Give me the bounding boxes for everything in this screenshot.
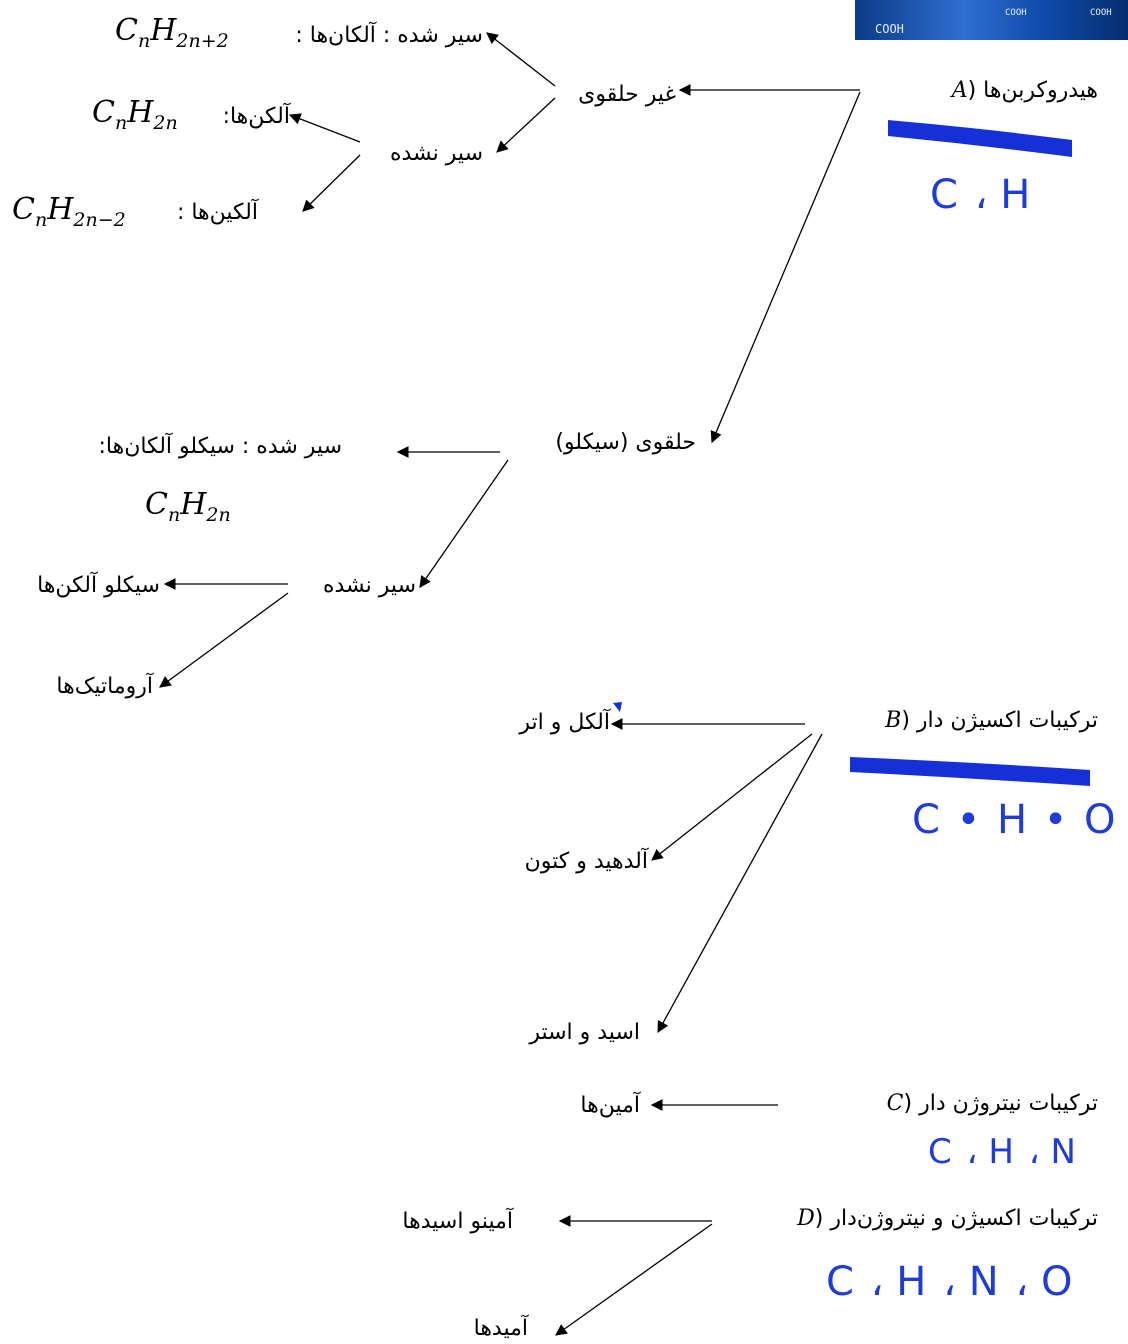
highlight-b [850,757,1090,786]
section-c-letter-wrap: (C [887,1091,912,1116]
formula-cycloalkane: CnH2n [145,490,231,525]
formula-alkyne: CnH2n−2 [12,195,126,230]
f-alky-c: C [12,192,35,227]
arrow-cycunsat-to-aromatics [160,593,288,687]
label-c-item1: آمین‌ها [580,1095,640,1117]
section-b-letter: B [885,708,901,733]
f-cyc-c: C [145,487,168,522]
label-b-item3: اسید و استر [529,1022,640,1044]
section-c-title-text: ترکیبات نیتروژن دار [919,1091,1098,1116]
arrow-noncyclic-to-unsaturated [497,98,555,152]
label-unsaturated: سیر نشده [390,143,483,165]
handwritten-c: C ، H ، N [928,1135,1078,1169]
label-d-item1: آمینو اسیدها [402,1211,513,1233]
f-alk-h: H [150,13,176,48]
section-a-letter: A [952,78,968,103]
section-b-title: ترکیبات اکسیژن دار (B [885,710,1098,732]
section-c-title: ترکیبات نیتروژن دار (C [887,1093,1098,1115]
f-alk-sub2: 2n+2 [176,30,228,52]
f-alky-sub2: 2n−2 [73,209,125,231]
label-cyclo-saturated: سیر شده : سیکلو آلکان‌ها: [98,436,342,458]
f-alk-sub1: n [138,30,150,52]
arrow-unsat-to-alkenes [290,115,360,142]
highlight-b-tick [613,702,622,712]
handwritten-a: C ، H [930,175,1032,215]
label-alkynes: آلکین‌ها : [177,202,258,224]
handwritten-d: C ، H ، N ، O [826,1262,1074,1302]
f-alky-h: H [47,192,73,227]
label-d-item2: آمیدها [474,1318,528,1340]
label-cyclic: حلقوی (سیکلو) [555,432,696,454]
formula-alkene: CnH2n [92,98,178,133]
section-d-letter-wrap: (D [797,1206,823,1231]
section-c-letter: C [887,1091,904,1116]
f-alke-c: C [92,95,115,130]
arrow-a-to-cyclic [712,92,860,442]
f-cyc-sub2: 2n [206,504,230,526]
arrow-unsat-to-alkynes [303,155,360,211]
arrow-b-to-item3 [658,734,822,1032]
f-alky-sub1: n [35,209,47,231]
section-d-title: ترکیبات اکسیژن و نیتروژن‌دار (D [797,1208,1098,1230]
label-noncyclic: غیر حلقوی [578,84,676,106]
handwritten-b: C • H • O [912,800,1118,840]
label-cyclo-unsaturated: سیر نشده [323,575,416,597]
section-b-title-text: ترکیبات اکسیژن دار [917,708,1098,733]
arrow-cyclic-to-cycunsat [420,460,508,587]
section-d-letter: D [797,1206,815,1231]
formula-alkane: CnH2n+2 [115,16,229,51]
f-alke-sub1: n [115,112,127,134]
f-cyc-h: H [180,487,206,522]
label-saturated: سیر شده : آلکان‌ها : [295,25,483,47]
section-d-title-text: ترکیبات اکسیژن و نیتروژن‌دار [830,1206,1098,1231]
f-alke-sub2: 2n [153,112,177,134]
f-alk-c: C [115,13,138,48]
arrow-d-to-item2 [556,1224,712,1335]
arrow-noncyclic-to-saturated [487,33,555,86]
f-cyc-sub1: n [168,504,180,526]
handwritten-b-text: C • H • O [912,797,1118,843]
section-a-title: هیدروکربن‌ها (A [952,80,1098,102]
section-a-title-text: هیدروکربن‌ها [983,78,1098,103]
section-a-letter-wrap: (A [952,78,976,103]
highlight-a [888,120,1072,157]
label-alkenes: آلکن‌ها: [223,106,290,128]
section-b-letter-wrap: (B [885,708,910,733]
label-cycloalkenes: سیکلو آلکن‌ها [37,575,160,597]
label-b-item1: آلکل و اتر [519,712,610,734]
f-alke-h: H [127,95,153,130]
label-aromatics: آروماتیک‌ها [56,676,153,698]
label-b-item2: آلدهید و کتون [525,851,648,873]
